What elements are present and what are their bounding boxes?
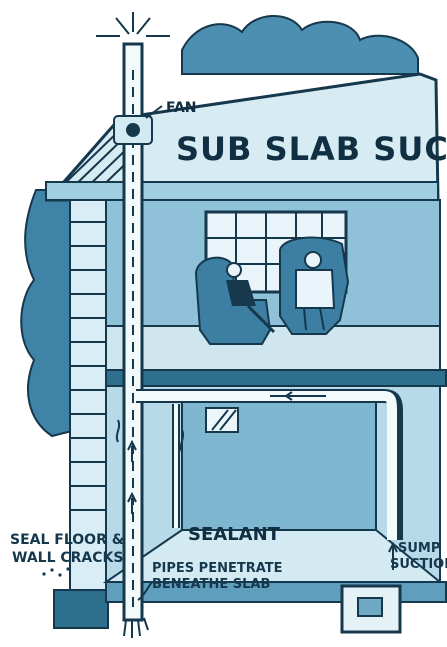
seal-cracks-label-line2: WALL CRACKS [12,550,123,566]
pipes-label-line2: BENEATHE SLAB [152,577,270,592]
floor-joist-band [106,370,446,386]
tree-left-foliage [21,190,76,436]
seal-cracks-label-line1: SEAL FLOOR & [10,532,124,548]
sealant-label: SEALANT [188,524,281,545]
fan-label: FAN [166,100,197,116]
vent-top-arrows [96,12,170,36]
eave-band [46,182,438,200]
pipes-label-line1: PIPES PENETRATE [152,561,283,576]
seal-cracks-dots [42,567,69,576]
tree-cloud-top [182,16,418,74]
sump-label-line2: SUCTION [390,557,447,572]
page-title: SUB SLAB SUCTION [176,130,447,168]
fan-icon [126,123,140,137]
sump-basin [358,598,382,616]
foundation-left [54,590,108,628]
armchair-right [280,237,348,334]
sump-label-line1: SUMP [398,541,440,556]
